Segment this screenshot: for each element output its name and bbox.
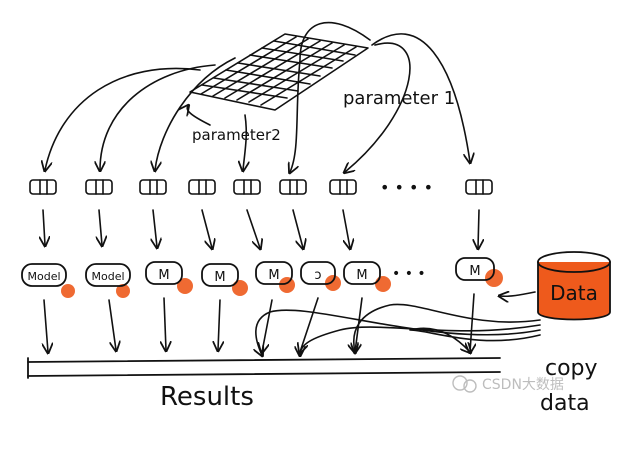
svg-text:M: M: [356, 268, 367, 283]
parameter-shard: [29, 179, 57, 195]
parameter-shard: [139, 179, 167, 195]
shard-to-model-arrows: [43, 209, 479, 248]
svg-text:M: M: [158, 268, 169, 283]
data-feed-arrow: [500, 292, 536, 296]
model-replica: M: [255, 261, 293, 285]
svg-text:Model: Model: [91, 270, 124, 283]
model-replica: M: [343, 261, 381, 285]
copy-data-arrows: [256, 303, 541, 355]
model-replica: Model: [21, 263, 67, 287]
svg-text:ↄ: ↄ: [314, 268, 321, 283]
parameter-shard: [465, 179, 493, 195]
parameter-grid: [189, 33, 369, 111]
parameter-shard: [188, 179, 216, 195]
parameter-shard: [279, 179, 307, 195]
copy-data-label: data: [540, 391, 590, 416]
model-replica: M: [455, 257, 495, 281]
svg-text:CSDN大数据: CSDN大数据: [482, 377, 564, 393]
svg-text:M: M: [268, 268, 279, 283]
parameter-2-label: parameter2: [192, 126, 281, 144]
data-store: Data: [537, 251, 611, 321]
parameter-shard: [329, 179, 357, 195]
parameter-shard: [85, 179, 113, 195]
model-replica: M: [201, 263, 239, 287]
svg-text:Model: Model: [27, 270, 60, 283]
results-label: Results: [160, 382, 254, 412]
parameter-1-label: parameter 1: [343, 88, 455, 109]
watermark: CSDN大数据: [452, 375, 564, 393]
model-replica: ↄ: [300, 261, 336, 285]
model-replica: Model: [85, 263, 131, 287]
svg-text:M: M: [214, 270, 225, 285]
ellipsis-mid: • • •: [392, 266, 426, 282]
model-replica: M: [145, 261, 183, 285]
copy-label: copy: [545, 356, 598, 381]
distribution-arrows: [45, 21, 470, 172]
ellipsis-top: • • • •: [380, 178, 433, 197]
model-replicas: Model Model M M M ↄ M M: [21, 257, 495, 287]
svg-text:M: M: [469, 264, 480, 279]
model-to-results-arrows: [44, 293, 474, 352]
parameter-shards: [29, 179, 493, 195]
parameter-shard: [233, 179, 261, 195]
svg-text:Data: Data: [550, 281, 598, 305]
results-bar: [27, 357, 501, 379]
